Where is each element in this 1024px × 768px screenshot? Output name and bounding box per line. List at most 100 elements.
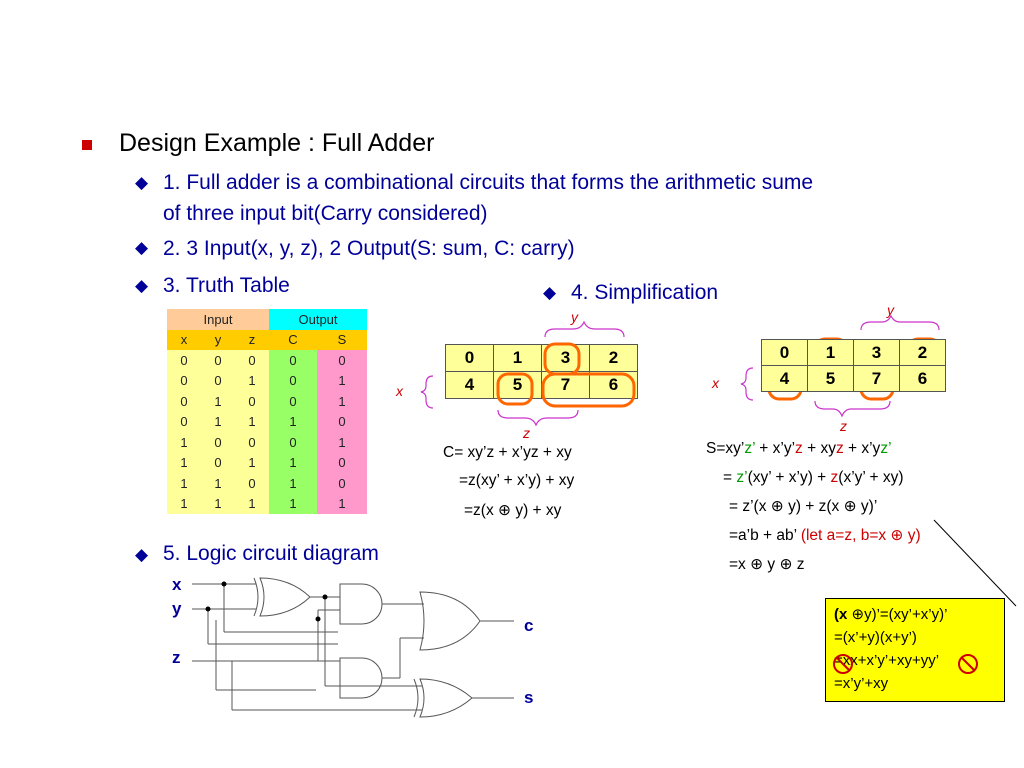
eq-part: z xyxy=(830,469,839,486)
and-gate-2 xyxy=(339,657,383,699)
sum-equation-2: = z’(xy’ + x’y) + z(x’y’ + xy) xyxy=(723,469,904,487)
cell: 1 xyxy=(167,452,201,473)
kmap-cell: 1 xyxy=(493,344,542,372)
cell: 0 xyxy=(201,370,235,391)
cell: 1 xyxy=(201,391,235,412)
brace-y xyxy=(544,320,625,338)
cell: 1 xyxy=(317,493,367,514)
cell: 0 xyxy=(201,432,235,453)
table-row: 1 0 1 1 0 xyxy=(167,452,367,473)
circuit-output-s: s xyxy=(524,688,534,707)
circuit-input-z: z xyxy=(172,648,181,667)
cell: 1 xyxy=(201,411,235,432)
xor-gate-2 xyxy=(413,678,473,718)
eq-part: S=xy’ xyxy=(706,440,745,457)
cell: 1 xyxy=(167,493,201,514)
kmap-cell: 6 xyxy=(899,365,946,392)
kmap-cell: 1 xyxy=(807,339,854,366)
note-line-1-bold: (x xyxy=(834,606,852,623)
kmap-cell: 0 xyxy=(761,339,808,366)
kmap-carry: 0 1 3 2 4 5 7 6 xyxy=(445,344,638,399)
table-row: 0 0 1 0 1 xyxy=(167,370,367,391)
cancel-marks xyxy=(833,654,978,674)
cell: 0 xyxy=(235,473,269,494)
eq-part: =a’b + ab’ xyxy=(729,527,801,544)
item-4: 4. Simplification xyxy=(571,281,719,304)
carry-equation-1: C= xy’z + x’yz + xy xyxy=(443,444,572,461)
brace-x xyxy=(420,375,434,409)
eq-part: (x’y’ + xy) xyxy=(838,469,904,486)
kmap-cell: 5 xyxy=(493,371,542,399)
table-row: 0 1 1 1 0 xyxy=(167,411,367,432)
eq-part: z xyxy=(835,440,844,457)
kmap-sum-label-z: z xyxy=(840,418,847,434)
cell: 1 xyxy=(235,411,269,432)
table-row: 1 0 0 0 1 xyxy=(167,432,367,453)
diamond-bullet-icon: ◆ xyxy=(135,276,149,295)
cell: 0 xyxy=(235,391,269,412)
table-row: 0 0 0 0 0 xyxy=(167,350,367,371)
diamond-bullet-icon: ◆ xyxy=(135,173,149,192)
cancel-icon xyxy=(958,654,978,674)
cell: 0 xyxy=(317,350,367,371)
kmap-cell: 3 xyxy=(853,339,900,366)
carry-equation-2: =z(xy’ + x’y) + xy xyxy=(459,472,575,489)
kmap-carry-label-x: x xyxy=(396,383,403,399)
kmap-cell: 7 xyxy=(853,365,900,392)
cell: 0 xyxy=(269,432,317,453)
note-line-2: =(x’+y)(x+y’) xyxy=(834,629,917,646)
cell: 0 xyxy=(317,452,367,473)
cell: 1 xyxy=(317,391,367,412)
eq-part: + xy xyxy=(802,440,836,457)
item-1-line-1: 1. Full adder is a combinational circuit… xyxy=(163,171,814,194)
xor-gate-1 xyxy=(253,577,311,617)
cell: 1 xyxy=(269,452,317,473)
cell: 1 xyxy=(167,473,201,494)
table-group-input: Input xyxy=(167,309,269,330)
junction-dot xyxy=(315,616,321,622)
table-group-output: Output xyxy=(269,309,367,330)
note-line-1: (x ⊕y)’=(xy’+x’y)’ xyxy=(834,603,996,626)
carry-equation-3: =z(x ⊕ y) + xy xyxy=(464,502,562,519)
sum-equation-3: = z’(x ⊕ y) + z(x ⊕ y)’ xyxy=(729,498,878,515)
cell: 0 xyxy=(167,411,201,432)
eq-part: z’ xyxy=(736,469,748,486)
cell: 1 xyxy=(235,370,269,391)
cell: 1 xyxy=(201,473,235,494)
note-line-4: =x’y’+xy xyxy=(834,675,889,692)
table-row: 1 1 0 1 0 xyxy=(167,473,367,494)
brace-z xyxy=(497,409,579,427)
cell: 0 xyxy=(317,473,367,494)
logic-circuit-diagram xyxy=(192,577,514,718)
xnor-derivation-note: (x ⊕y)’=(xy’+x’y)’ =(x’+y)(x+y’) =xx+x’y… xyxy=(825,598,1005,702)
junction-dot xyxy=(205,606,211,612)
or-gate-c xyxy=(419,591,481,651)
kmap-cell: 4 xyxy=(445,371,494,399)
circuit-input-x: x xyxy=(172,575,182,594)
junction-dot xyxy=(221,581,227,587)
brace-y xyxy=(860,314,940,331)
cancel-icon xyxy=(833,654,853,674)
cell: 1 xyxy=(167,432,201,453)
eq-part: z xyxy=(795,440,803,457)
item-1-line-2: of three input bit(Carry considered) xyxy=(163,202,488,225)
note-line-3: =xx+x’y’+xy+yy’ xyxy=(834,652,940,669)
column-header-c: C xyxy=(269,329,317,350)
cell: 0 xyxy=(269,370,317,391)
cell: 1 xyxy=(269,493,317,514)
page-title: Design Example : Full Adder xyxy=(119,129,435,157)
diamond-bullet-icon: ◆ xyxy=(135,238,149,257)
kmap-carry-label-y: y xyxy=(571,309,578,325)
cell: 1 xyxy=(235,452,269,473)
brace-x xyxy=(740,367,754,401)
kmap-cell: 6 xyxy=(589,371,638,399)
column-header-z: z xyxy=(235,329,269,350)
circuit-output-c: c xyxy=(524,616,534,635)
note-line-1-rest: ⊕y)’=(xy’+x’y)’ xyxy=(851,606,948,623)
sum-equation-1: S=xy’z’ + x’y’z + xyz + x’yz’ xyxy=(706,440,892,458)
cell: 1 xyxy=(269,473,317,494)
kmap-sum-label-x: x xyxy=(712,375,719,391)
heading-bullet xyxy=(82,140,92,150)
eq-part: = xyxy=(723,469,737,486)
truth-table: Input Output x y z C S 0 0 0 0 0 0 0 1 0… xyxy=(167,309,367,514)
